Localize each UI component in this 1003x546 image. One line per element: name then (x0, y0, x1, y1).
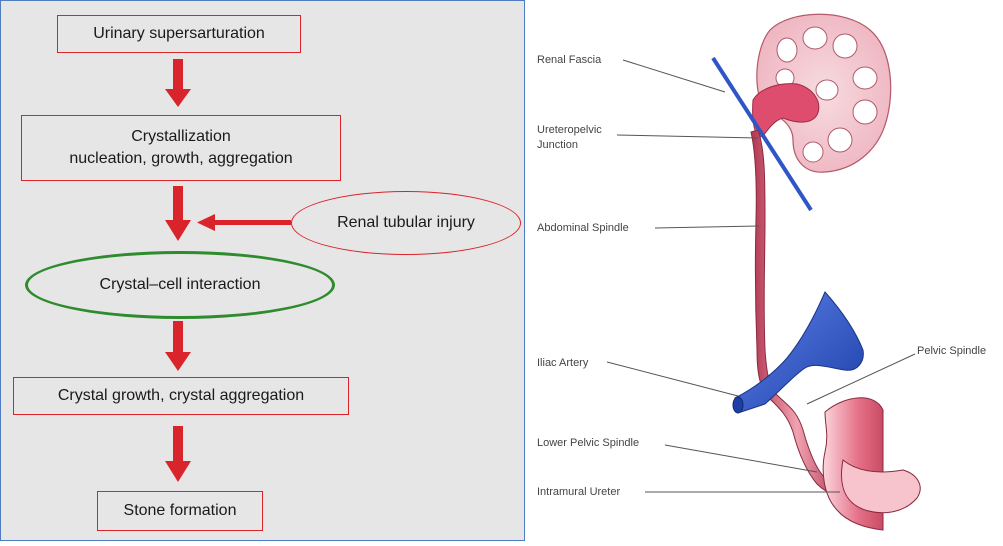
anatomy-svg: Renal Fascia Ureteropelvic Junction Abdo… (525, 0, 1003, 541)
leader-renal-fascia (623, 60, 725, 92)
stone-formation-box: Stone formation (97, 491, 263, 531)
label-iliac-artery: Iliac Artery (537, 357, 589, 369)
leader-iliac-artery (607, 362, 738, 396)
arrow-shaft (173, 59, 183, 91)
crystallization-box: Crystallization nucleation, growth, aggr… (21, 115, 341, 181)
label-lower-pelvic-spindle: Lower Pelvic Spindle (537, 437, 639, 449)
iliac-vessel (733, 292, 863, 413)
crystal-cell-interaction-oval: Crystal–cell interaction (25, 251, 335, 319)
label-upj-1: Ureteropelvic (537, 124, 602, 136)
urinary-supersaturation-box: Urinary supersarturation (57, 15, 301, 53)
label-upj-2: Junction (537, 139, 578, 151)
side-arrow-shaft (213, 220, 291, 225)
arrow-head (165, 461, 191, 482)
leader-upj (617, 135, 758, 138)
leader-abdominal-spindle (655, 226, 759, 228)
flowchart-panel: Urinary supersarturation Crystallization… (0, 0, 525, 541)
crystal-growth-box: Crystal growth, crystal aggregation (13, 377, 349, 415)
leader-lower-pelvic-spindle (665, 445, 817, 472)
arrow-shaft (173, 321, 183, 355)
arrow-shaft (173, 426, 183, 464)
label-abdominal-spindle: Abdominal Spindle (537, 222, 629, 234)
arrow-shaft (173, 186, 183, 222)
ureter-anatomy-illustration: Renal Fascia Ureteropelvic Junction Abdo… (525, 0, 1003, 541)
arrow-head (165, 352, 191, 371)
renal-tubular-injury-oval: Renal tubular injury (291, 191, 521, 255)
arrow-head (165, 89, 191, 107)
label-pelvic-spindle: Pelvic Spindle (917, 345, 986, 357)
side-arrow-head (197, 214, 215, 231)
label-renal-fascia: Renal Fascia (537, 54, 602, 66)
arrow-head (165, 220, 191, 241)
label-intramural-ureter: Intramural Ureter (537, 486, 620, 498)
bladder (823, 398, 920, 530)
